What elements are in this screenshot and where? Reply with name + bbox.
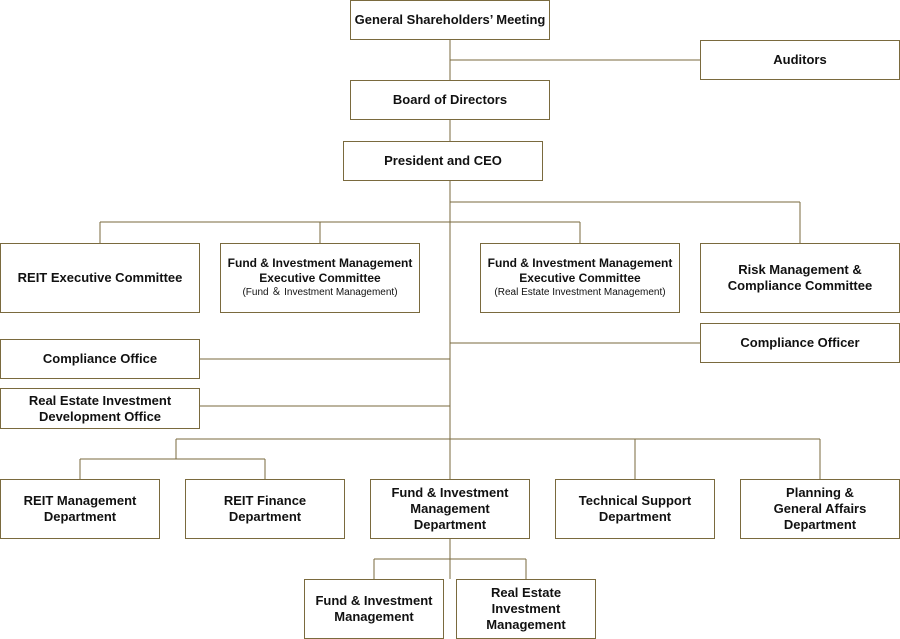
risk-compliance-committee-box: Risk Management & Compliance Committee [700, 243, 900, 313]
node-label: Investment [491, 601, 561, 617]
node-label: REIT Executive Committee [17, 270, 183, 286]
node-label: General Affairs [773, 501, 867, 517]
reit-management-department-box: REIT Management Department [0, 479, 160, 539]
node-label: Department [413, 516, 487, 532]
compliance-office-box: Compliance Office [0, 339, 200, 379]
node-label: Development Office [38, 408, 162, 424]
node-label: Real Estate [490, 585, 562, 601]
node-label: Executive Committee [519, 270, 641, 285]
real-estate-investment-management-unit-box: Real Estate Investment Management [456, 579, 596, 639]
node-label: Department [228, 509, 302, 524]
auditors-box: Auditors [700, 40, 900, 80]
node-label: Management [334, 609, 414, 624]
fim-executive-committee-real-estate-box: Fund & Investment Management Executive C… [480, 243, 680, 313]
fund-investment-management-unit-box: Fund & Investment Management [304, 579, 444, 639]
node-label: Compliance Officer [740, 335, 860, 351]
node-label: Planning & [786, 485, 854, 501]
technical-support-department-box: Technical Support Department [555, 479, 715, 539]
node-sublabel: (Fund ＆ Investment Management) [242, 287, 398, 299]
node-label: Fund & Investment [391, 485, 509, 501]
node-label: Executive Committee [259, 270, 381, 285]
planning-general-affairs-department-box: Planning & General Affairs Department [740, 479, 900, 539]
compliance-officer-box: Compliance Officer [700, 323, 900, 363]
node-label: Compliance Office [42, 351, 158, 367]
fim-department-box: Fund & Investment Management Department [370, 479, 530, 539]
node-label: Fund & Investment Management [487, 255, 673, 270]
node-label: Fund & Investment Management [227, 255, 413, 270]
reit-finance-department-box: REIT Finance Department [185, 479, 345, 539]
fim-executive-committee-fund-box: Fund & Investment Management Executive C… [220, 243, 420, 313]
node-label: Technical Support [578, 493, 692, 509]
node-label: REIT Management [23, 493, 137, 509]
node-label: Management [486, 616, 566, 632]
node-label: President and CEO [384, 153, 502, 169]
node-label: Department [783, 516, 857, 532]
node-label: Fund & Investment [315, 593, 433, 609]
board-of-directors-box: Board of Directors [350, 80, 550, 120]
reit-executive-committee-box: REIT Executive Committee [0, 243, 200, 313]
general-shareholders-meeting-box: General Shareholders’ Meeting [350, 0, 550, 40]
node-label: Department [43, 509, 117, 524]
node-label: REIT Finance [223, 493, 307, 509]
node-label: Board of Directors [392, 92, 508, 108]
node-label: Auditors [773, 52, 827, 68]
real-estate-investment-development-office-box: Real Estate Investment Development Offic… [0, 388, 200, 429]
node-sublabel: (Real Estate Investment Management) [494, 287, 666, 299]
node-label: Compliance Committee [727, 278, 873, 293]
president-ceo-box: President and CEO [343, 141, 543, 181]
node-label: Real Estate Investment [28, 392, 172, 408]
node-label: Management [410, 501, 490, 517]
node-label: Department [598, 509, 672, 524]
node-label: Risk Management & [738, 262, 862, 278]
node-label: General Shareholders’ Meeting [354, 12, 546, 28]
